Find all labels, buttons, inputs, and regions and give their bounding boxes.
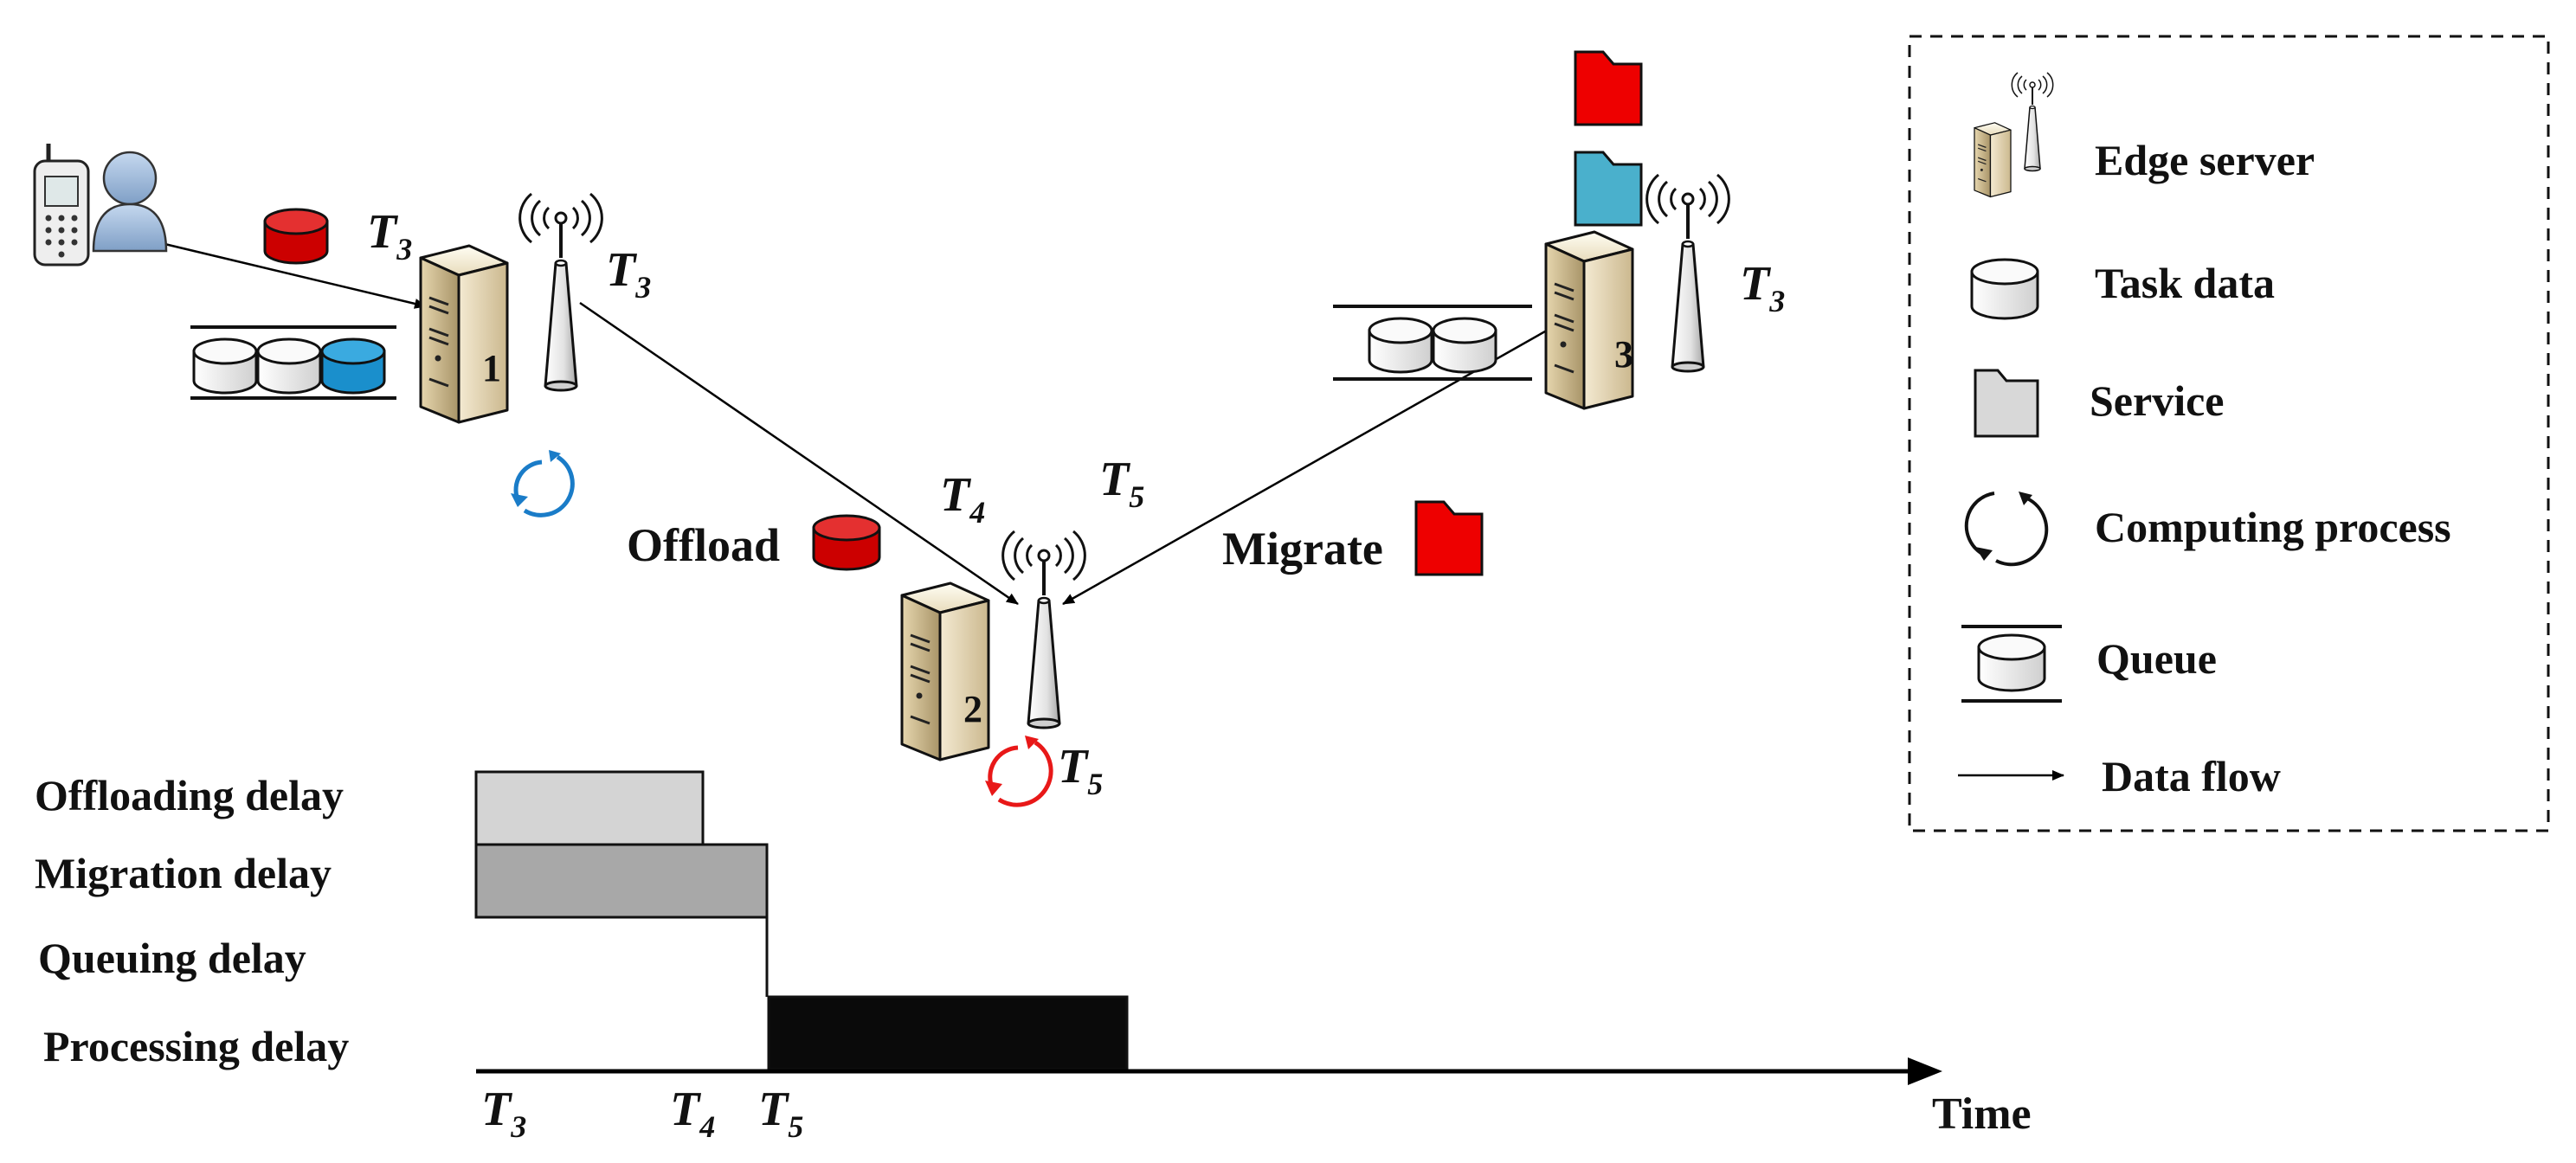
task-data-white — [1368, 317, 1433, 374]
legend-task-data-icon — [1970, 258, 2039, 320]
time-axis-label: Time — [1932, 1089, 2032, 1139]
legend-edge-server-label: Edge server — [2095, 136, 2315, 184]
legend-task-data-label: Task data — [2095, 259, 2275, 307]
server-icon — [900, 582, 990, 761]
arrow-user-to-server1 — [157, 241, 427, 309]
t3-label-server3: T3 — [1740, 257, 1785, 318]
delay-timeline: Offloading delay Migration delay Queuing… — [35, 770, 2032, 1144]
task-data-blue — [320, 337, 386, 395]
t4-label-server2: T4 — [940, 468, 985, 530]
queue-server1 — [190, 325, 396, 400]
computing-process-server1 — [511, 450, 575, 517]
server2-number: 2 — [963, 688, 982, 730]
person-icon — [92, 151, 168, 253]
row-label-migration-delay: Migration delay — [35, 849, 332, 897]
legend-queue-icon — [1961, 625, 2062, 703]
legend-service-icon — [1974, 369, 2039, 438]
antenna-icon — [1001, 530, 1087, 729]
computing-process-server2 — [985, 736, 1053, 807]
time-axis-arrowhead — [1908, 1057, 1942, 1085]
queue-server3 — [1333, 305, 1532, 381]
migrate-label: Migrate — [1222, 523, 1383, 575]
row-label-offloading-delay: Offloading delay — [35, 771, 344, 819]
legend: Edge server Task data Service Computing … — [1908, 35, 2550, 832]
arrow-server1-to-server2 — [579, 301, 1019, 606]
legend-border — [1908, 35, 2550, 832]
server-icon — [419, 244, 509, 424]
legend-computing-process-icon — [1964, 492, 2049, 567]
tick-label-t5: T5 — [758, 1083, 803, 1144]
service-red-migrate — [1414, 500, 1484, 576]
edge-server-3: 3 — [1333, 50, 1731, 410]
t5-label-server2: T5 — [1058, 740, 1103, 801]
edge-server-1: 1 — [190, 192, 604, 424]
task-data-white — [256, 337, 322, 395]
t3-label-server1: T3 — [606, 243, 651, 305]
task-data-red-uplink — [263, 208, 329, 265]
tick-label-t4: T4 — [670, 1083, 715, 1144]
user-device — [33, 144, 168, 267]
edge-server-2: 2 — [900, 530, 1087, 761]
task-data-red-offload — [812, 514, 881, 571]
phone-icon — [33, 144, 90, 267]
row-label-queuing-delay: Queuing delay — [38, 934, 306, 982]
t5-label-server2-top: T5 — [1099, 453, 1144, 514]
legend-service-label: Service — [2090, 376, 2224, 425]
server1-number: 1 — [482, 347, 501, 389]
server3-number: 3 — [1614, 333, 1633, 376]
antenna-icon — [1645, 173, 1731, 373]
legend-queue-label: Queue — [2096, 634, 2217, 683]
t3-label-uplink: T3 — [367, 205, 412, 267]
tick-label-t3: T3 — [481, 1083, 526, 1144]
row-label-processing-delay: Processing delay — [43, 1022, 349, 1070]
service-blue-stored — [1574, 151, 1643, 227]
server-icon — [1544, 230, 1634, 410]
processing-delay-bar — [767, 995, 1129, 1071]
legend-computing-process-label: Computing process — [2095, 503, 2451, 551]
migration-delay-bar — [474, 843, 769, 919]
legend-edge-server-icon — [1974, 72, 2054, 198]
offloading-delay-bar — [474, 770, 705, 846]
task-data-white — [192, 337, 258, 395]
service-red-stored — [1574, 50, 1643, 126]
legend-data-flow-label: Data flow — [2102, 752, 2281, 800]
antenna-icon — [518, 192, 604, 392]
task-data-white — [1432, 317, 1497, 374]
offload-label: Offload — [627, 519, 780, 571]
